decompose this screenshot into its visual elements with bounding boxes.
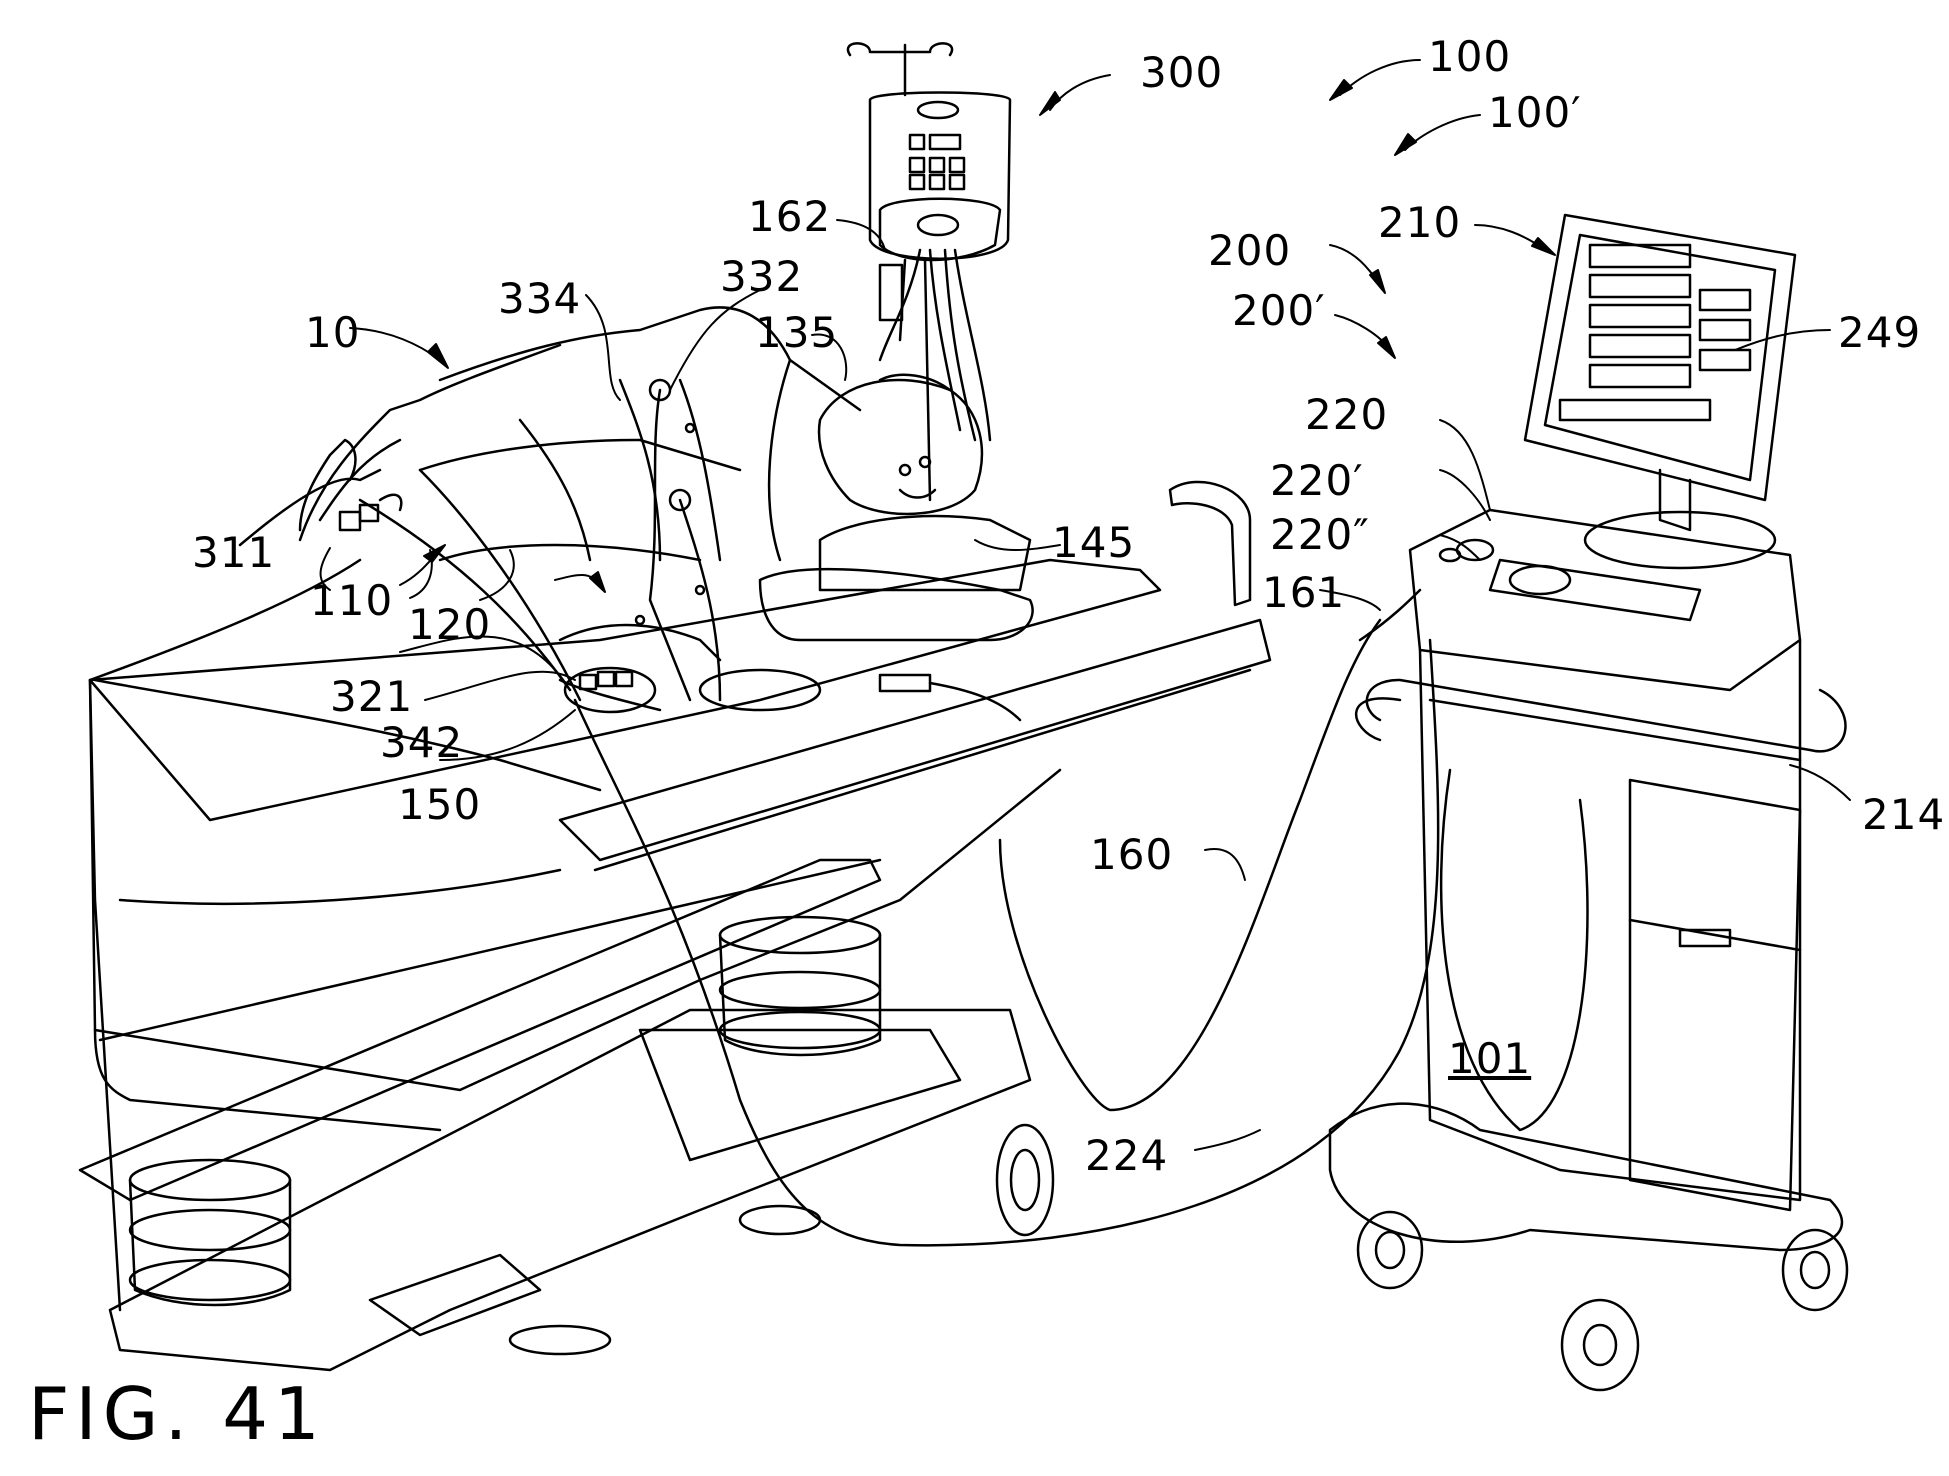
figure-label: FIG. 41	[28, 1378, 326, 1450]
ref-214: 214	[1862, 794, 1945, 836]
ref-161: 161	[1262, 572, 1345, 614]
ref-249: 249	[1838, 312, 1921, 354]
ref-110: 110	[310, 580, 393, 622]
iv-pole-unit	[848, 43, 1010, 500]
ref-150: 150	[398, 784, 481, 826]
ref-145: 145	[1052, 522, 1135, 564]
ref-342: 342	[380, 722, 463, 764]
ref-321: 321	[330, 676, 413, 718]
ref-220: 220	[1305, 394, 1388, 436]
ref-210: 210	[1378, 202, 1461, 244]
ref-332: 332	[720, 256, 803, 298]
ref-135: 135	[755, 312, 838, 354]
ref-120: 120	[408, 604, 491, 646]
ref-200: 200	[1208, 230, 1291, 272]
ref-311: 311	[192, 532, 275, 574]
ref-220-double-prime: 220″	[1270, 514, 1370, 556]
ref-162: 162	[748, 196, 831, 238]
operating-table	[80, 482, 1270, 1370]
ref-200-prime: 200′	[1232, 290, 1326, 332]
ref-100: 100	[1428, 36, 1511, 78]
ref-101: 101	[1448, 1038, 1531, 1080]
ref-220-prime: 220′	[1270, 460, 1364, 502]
ref-224: 224	[1085, 1135, 1168, 1177]
ref-160: 160	[1090, 834, 1173, 876]
ref-100-prime: 100′	[1488, 92, 1582, 134]
ref-300: 300	[1140, 52, 1223, 94]
ref-334: 334	[498, 278, 581, 320]
control-cart	[1330, 215, 1847, 1390]
ref-10: 10	[305, 312, 360, 354]
